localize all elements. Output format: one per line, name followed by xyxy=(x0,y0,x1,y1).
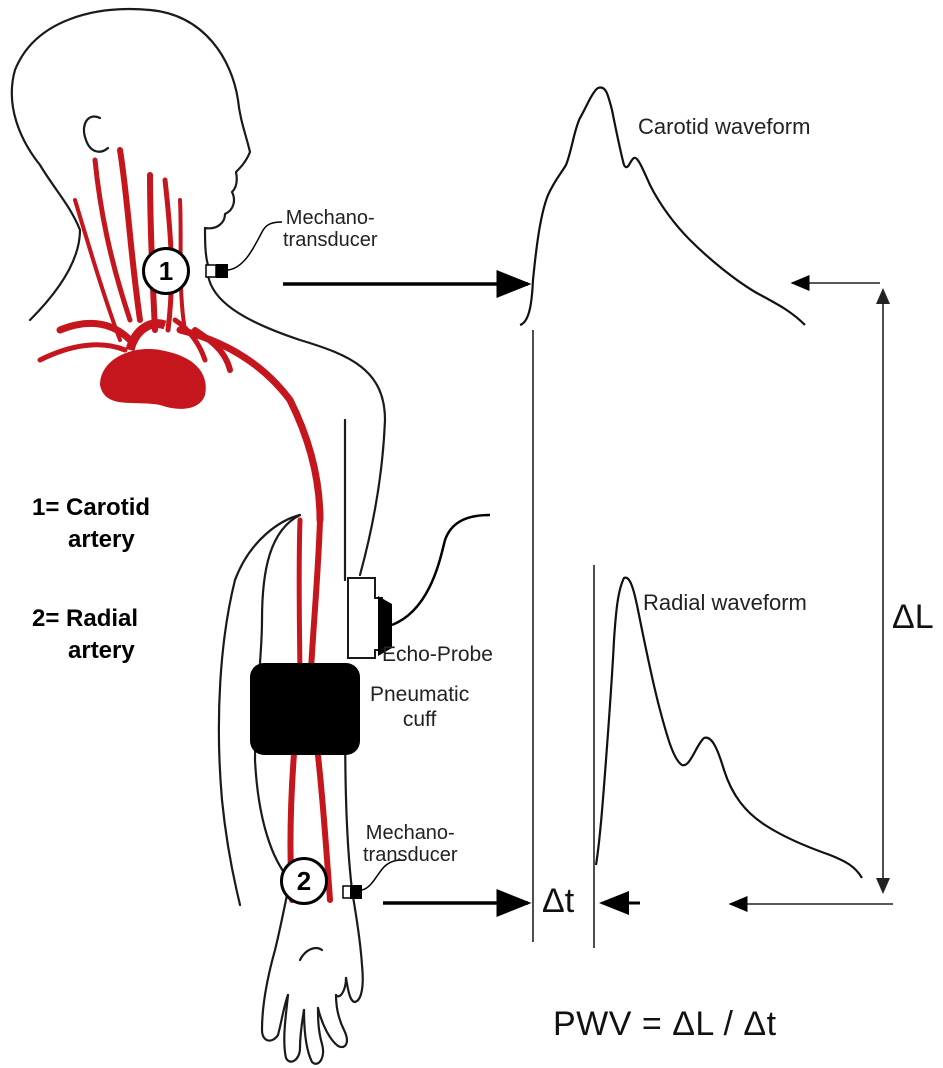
legend-carotid: 1= Carotid artery xyxy=(32,492,150,556)
legend-radial-line1: 2= Radial xyxy=(32,603,138,635)
mechano-top-line1: Mechano- xyxy=(283,207,378,229)
radial-waveform-trace xyxy=(596,578,862,878)
pwv-formula: PWV = ΔL / Δt xyxy=(553,1005,777,1044)
mechano-bottom-line2: transducer xyxy=(363,844,458,866)
delta-l-arrowhead-top xyxy=(876,288,890,304)
heart-shape xyxy=(100,349,206,409)
delta-l-arrowhead-bottom xyxy=(876,878,890,894)
mechano-top-label: Mechano- transducer xyxy=(283,207,378,251)
mechano-transducer-top xyxy=(206,222,282,278)
echo-probe-label: Echo-Probe xyxy=(382,643,493,667)
radial-waveform-label: Radial waveform xyxy=(643,590,807,616)
aortic-arch xyxy=(130,324,165,350)
carotid-waveform-label: Carotid waveform xyxy=(638,114,810,140)
mechano-bottom-label: Mechano- transducer xyxy=(363,822,458,866)
pneumatic-cuff-label: Pneumatic cuff xyxy=(370,682,469,732)
delta-l-label: ΔL xyxy=(892,598,934,637)
marker-carotid: 1 xyxy=(142,247,190,295)
legend-radial-line2: artery xyxy=(32,635,138,667)
legend-carotid-line1: 1= Carotid xyxy=(32,492,150,524)
mechano-bottom-line1: Mechano- xyxy=(363,822,458,844)
legend-radial: 2= Radial artery xyxy=(32,603,138,667)
pneumatic-cuff xyxy=(250,663,360,755)
mechano-top-line2: transducer xyxy=(283,229,378,251)
legend-carotid-line2: artery xyxy=(32,524,150,556)
cuff-line1: Pneumatic xyxy=(370,682,469,707)
marker-radial: 2 xyxy=(280,857,328,905)
delta-t-label: Δt xyxy=(542,882,574,921)
cuff-line2: cuff xyxy=(370,707,469,732)
